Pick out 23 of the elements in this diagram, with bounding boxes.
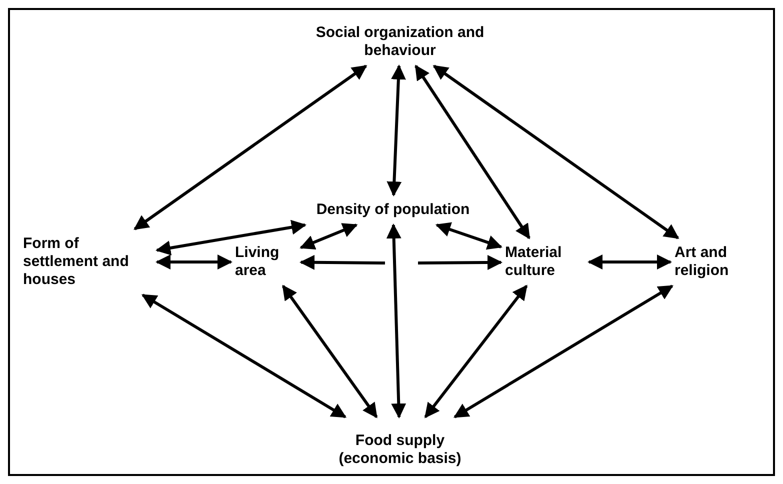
- concept-label: Living area: [235, 242, 297, 282]
- arrow: [414, 64, 530, 240]
- arrow: [453, 284, 674, 418]
- arrow: [418, 254, 502, 270]
- arrow: [588, 254, 672, 270]
- arrow: [156, 254, 232, 270]
- concept-label: Material culture: [505, 242, 585, 282]
- arrow: [282, 284, 378, 418]
- arrow: [386, 224, 406, 418]
- arrow: [156, 220, 306, 256]
- arrow: [300, 254, 386, 270]
- concept-label: Art and religion: [674, 242, 750, 282]
- arrow: [141, 294, 347, 418]
- concept-label: Social organization and behaviour: [315, 22, 485, 62]
- arrow: [300, 223, 358, 250]
- concept-label: Form of settlement and houses: [23, 233, 153, 291]
- concept-label: Density of population: [298, 199, 488, 221]
- arrow: [435, 222, 502, 250]
- arrow: [134, 64, 368, 230]
- arrow: [386, 64, 406, 196]
- arrow: [432, 64, 680, 240]
- concept-label: Food supply (economic basis): [335, 421, 465, 479]
- arrow: [424, 284, 528, 418]
